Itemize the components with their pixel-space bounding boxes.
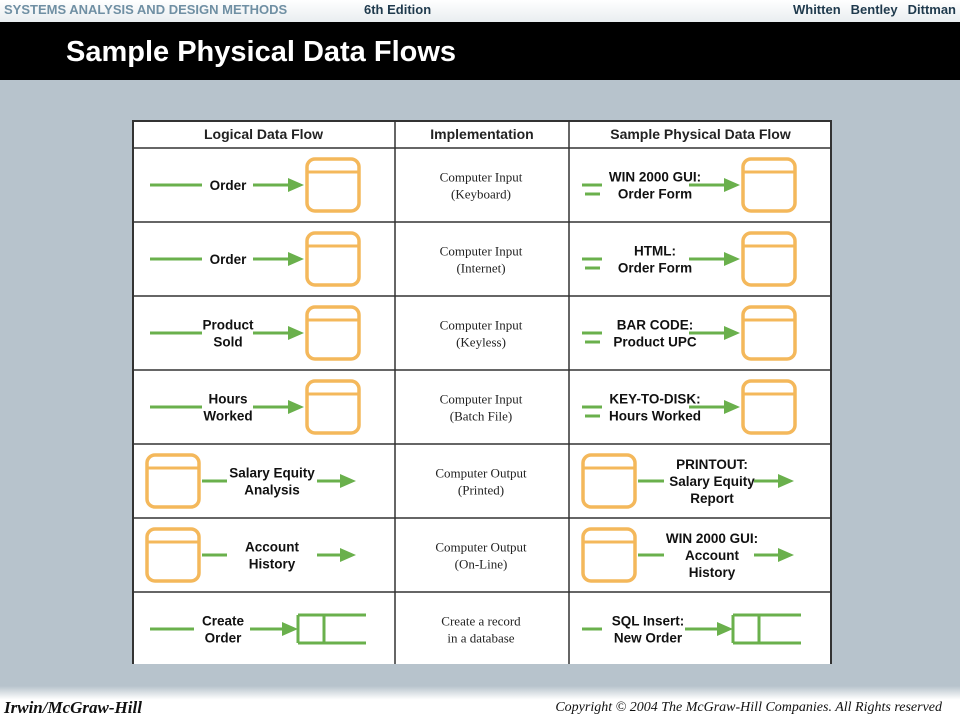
arrow-head-icon: [724, 400, 740, 414]
physical-flow-label: Report: [690, 491, 734, 506]
process-box-icon: [305, 379, 361, 435]
course-title: SYSTEMS ANALYSIS AND DESIGN METHODS: [4, 2, 288, 17]
arrow-head-icon: [288, 252, 304, 266]
edition-label: 6th Edition: [364, 2, 432, 17]
arrow-head-icon: [282, 622, 298, 636]
process-box-icon: [741, 231, 797, 287]
physical-flow-label: History: [689, 565, 736, 580]
logical-flow-label: Worked: [203, 409, 252, 424]
process-box-icon: [741, 157, 797, 213]
physical-flow-label: BAR CODE:: [617, 318, 694, 333]
physical-flow-label: WIN 2000 GUI:: [609, 170, 701, 185]
author-name: Whitten: [792, 2, 841, 17]
physical-flow-label: WIN 2000 GUI:: [666, 531, 758, 546]
process-box-icon: [305, 157, 361, 213]
arrow-head-icon: [288, 400, 304, 414]
slide-title: Sample Physical Data Flows: [66, 36, 457, 68]
arrow-head-icon: [778, 474, 794, 488]
implementation-label: Computer Input: [440, 170, 523, 185]
author-name: Dittman: [907, 2, 956, 17]
implementation-label: Computer Input: [440, 318, 523, 333]
column-header: Implementation: [430, 126, 533, 142]
implementation-label: (Printed): [458, 483, 504, 498]
arrow-head-icon: [724, 326, 740, 340]
arrow-head-icon: [288, 326, 304, 340]
implementation-label: Computer Input: [440, 392, 523, 407]
implementation-label: (Batch File): [450, 409, 512, 424]
arrow-head-icon: [778, 548, 794, 562]
physical-flow-label: SQL Insert:: [612, 614, 685, 629]
arrow-head-icon: [288, 178, 304, 192]
physical-flow-label: KEY-TO-DISK:: [609, 392, 700, 407]
arrow-head-icon: [340, 474, 356, 488]
implementation-label: Computer Input: [440, 244, 523, 259]
implementation-label: (Internet): [456, 261, 505, 276]
author-name: Bentley: [850, 2, 898, 17]
implementation-label: (On-Line): [455, 557, 508, 572]
physical-flow-label: Account: [685, 548, 740, 563]
column-header: Logical Data Flow: [204, 126, 323, 142]
process-box-icon: [145, 453, 201, 509]
process-box-icon: [305, 231, 361, 287]
slide-footer: Irwin/McGraw-Hill Copyright © 2004 The M…: [0, 686, 960, 720]
process-box-icon: [741, 379, 797, 435]
copyright-notice: Copyright © 2004 The McGraw-Hill Compani…: [555, 700, 942, 715]
arrow-head-icon: [717, 622, 733, 636]
slide-header-bar: SYSTEMS ANALYSIS AND DESIGN METHODS 6th …: [0, 0, 960, 22]
logical-flow-label: Sold: [213, 335, 242, 350]
logical-flow-label: Hours: [208, 392, 247, 407]
arrow-head-icon: [724, 178, 740, 192]
logical-flow-label: Analysis: [244, 483, 300, 498]
title-bar: Sample Physical Data Flows: [0, 22, 960, 80]
process-box-icon: [145, 527, 201, 583]
arrow-head-icon: [340, 548, 356, 562]
implementation-label: Computer Output: [435, 466, 527, 481]
logical-flow-label: Order: [210, 252, 248, 267]
physical-flow-label: PRINTOUT:: [676, 457, 748, 472]
physical-flow-label: Order Form: [618, 261, 692, 276]
physical-flow-label: Salary Equity: [669, 474, 755, 489]
logical-flow-label: Salary Equity: [229, 466, 315, 481]
author-list: Whitten Bentley Dittman: [783, 2, 956, 17]
logical-flow-label: Order: [210, 178, 248, 193]
physical-flow-label: Order Form: [618, 187, 692, 202]
process-box-icon: [305, 305, 361, 361]
implementation-label: (Keyless): [456, 335, 506, 350]
logical-flow-label: Product: [202, 318, 254, 333]
implementation-label: in a database: [447, 631, 514, 646]
physical-flow-label: HTML:: [634, 244, 676, 259]
physical-flow-label: Product UPC: [613, 335, 697, 350]
physical-flow-label: Hours Worked: [609, 409, 701, 424]
implementation-label: Computer Output: [435, 540, 527, 555]
data-flow-table: Logical Data Flow Implementation Sample Ph…: [132, 120, 832, 664]
physical-flow-label: New Order: [614, 631, 683, 646]
publisher-label: Irwin/McGraw-Hill: [4, 698, 142, 717]
process-box-icon: [581, 453, 637, 509]
logical-flow-label: Order: [205, 631, 243, 646]
implementation-label: (Keyboard): [451, 187, 511, 202]
arrow-head-icon: [724, 252, 740, 266]
process-box-icon: [581, 527, 637, 583]
implementation-label: Create a record: [441, 614, 521, 629]
process-box-icon: [741, 305, 797, 361]
data-flow-table-svg: Logical Data Flow Implementation Sample Ph…: [132, 120, 832, 664]
table-border: [132, 120, 832, 664]
logical-flow-label: Account: [245, 540, 300, 555]
column-header: Sample Physical Data Flow: [610, 126, 791, 142]
logical-flow-label: History: [249, 557, 296, 572]
logical-flow-label: Create: [202, 614, 245, 629]
